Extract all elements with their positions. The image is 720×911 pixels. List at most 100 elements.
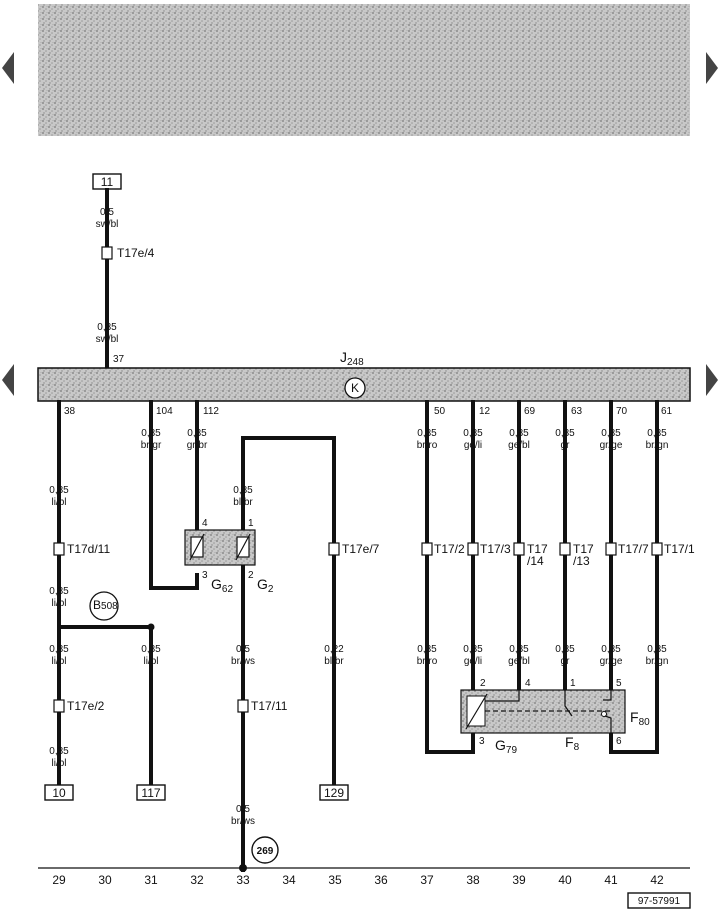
ref-box-10: [44, 784, 74, 801]
svg-text:3: 3: [202, 570, 208, 581]
svg-text:0,5: 0,5: [100, 207, 114, 218]
svg-text:38: 38: [466, 873, 480, 887]
svg-text:41: 41: [604, 873, 618, 887]
svg-text:0,35: 0,35: [509, 644, 529, 655]
svg-text:0,35: 0,35: [463, 428, 483, 439]
svg-text:0,35: 0,35: [49, 644, 69, 655]
svg-text:0,35: 0,35: [141, 644, 161, 655]
svg-text:6: 6: [616, 736, 622, 747]
document-code-box: [627, 892, 691, 909]
svg-text:ge/bl: ge/bl: [508, 440, 530, 451]
svg-text:T17d/11: T17d/11: [67, 542, 110, 556]
svg-text:40: 40: [558, 873, 572, 887]
svg-text:1: 1: [248, 518, 254, 529]
svg-text:112: 112: [203, 406, 219, 417]
svg-text:61: 61: [661, 406, 673, 417]
svg-text:0,35: 0,35: [97, 322, 117, 333]
svg-text:0,35: 0,35: [555, 428, 575, 439]
svg-text:1: 1: [570, 678, 576, 689]
svg-text:10: 10: [52, 786, 66, 800]
splice-b508-label: B508: [93, 598, 118, 612]
svg-text:T17e/4: T17e/4: [117, 246, 155, 260]
svg-text:ge/li: ge/li: [464, 440, 482, 451]
ground-symbol-k: [344, 377, 366, 399]
svg-text:50: 50: [434, 406, 446, 417]
wire-labels-upper: 0,35 li/bl 0,35 br/gr 0,35 gr/br 0,35 bl…: [49, 428, 668, 508]
svg-text:30: 30: [98, 873, 112, 887]
svg-text:12: 12: [479, 406, 491, 417]
svg-text:33: 33: [236, 873, 250, 887]
svg-text:117: 117: [141, 786, 160, 800]
svg-text:2: 2: [248, 570, 254, 581]
svg-text:37: 37: [420, 873, 434, 887]
component-label-g79: G79: [495, 737, 517, 756]
svg-text:37: 37: [113, 354, 125, 365]
svg-text:0,35: 0,35: [233, 485, 253, 496]
svg-text:sw/bl: sw/bl: [96, 334, 119, 345]
svg-text:T17: T17: [527, 542, 548, 556]
ground-ref-269: [251, 836, 279, 864]
component-label-g2: G2: [257, 576, 274, 595]
splice-b508: [89, 591, 119, 621]
svg-text:T17e/7: T17e/7: [342, 542, 380, 556]
svg-text:0,35: 0,35: [601, 644, 621, 655]
connector-t17e4: [101, 246, 113, 260]
svg-text:104: 104: [156, 406, 173, 417]
svg-text:0,35: 0,35: [509, 428, 529, 439]
svg-text:0,35: 0,35: [417, 428, 437, 439]
svg-text:0,35: 0,35: [141, 428, 161, 439]
svg-text:sw/bl: sw/bl: [96, 219, 119, 230]
svg-text:0,35: 0,35: [49, 746, 69, 757]
component-label-j248: J248: [340, 349, 364, 368]
svg-text:T17/1: T17/1: [664, 542, 695, 556]
svg-text:31: 31: [144, 873, 158, 887]
header-texture: [38, 4, 690, 136]
svg-text:4: 4: [202, 518, 208, 529]
svg-text:34: 34: [282, 873, 296, 887]
svg-text:4: 4: [525, 678, 531, 689]
right-edge-marker-mid: [706, 364, 718, 396]
svg-text:li/bl: li/bl: [143, 656, 158, 667]
svg-text:br/ws: br/ws: [231, 656, 255, 667]
svg-text:36: 36: [374, 873, 388, 887]
svg-text:gr: gr: [561, 440, 571, 451]
connectors-upper: T17d/11 T17e/7 T17/2 T17/3 T17 /14 T17 /…: [53, 542, 695, 568]
svg-text:/14: /14: [527, 554, 544, 568]
svg-text:129: 129: [324, 786, 344, 800]
svg-text:gr/ge: gr/ge: [600, 440, 623, 451]
connectors-lower: T17e/2 T17/11: [53, 699, 288, 713]
svg-text:38: 38: [64, 406, 76, 417]
left-edge-marker-top: [2, 52, 14, 84]
svg-text:69: 69: [524, 406, 536, 417]
right-edge-marker-top: [706, 52, 718, 84]
wire-labels-lower: 0,35 li/bl 0,35 li/bl 0,35 li/bl 0,35 li…: [49, 586, 668, 827]
pin-labels: 38 104 112 50 12 69 63 70 61: [64, 406, 673, 417]
svg-text:br/ws: br/ws: [231, 816, 255, 827]
svg-text:li/bl: li/bl: [51, 598, 66, 609]
svg-text:39: 39: [512, 873, 526, 887]
svg-text:3: 3: [479, 736, 485, 747]
ref-box-11-label: 11: [101, 175, 114, 189]
component-label-f80: F80: [630, 709, 650, 728]
svg-text:K: K: [351, 381, 359, 395]
svg-text:0,35: 0,35: [417, 644, 437, 655]
svg-text:5: 5: [616, 678, 622, 689]
svg-text:0,35: 0,35: [601, 428, 621, 439]
ref-box-129: [319, 784, 349, 801]
svg-text:bl/br: bl/br: [324, 656, 344, 667]
svg-text:br/ro: br/ro: [417, 656, 438, 667]
left-edge-marker-mid: [2, 364, 14, 396]
svg-text:T17/2: T17/2: [434, 542, 465, 556]
svg-text:0,35: 0,35: [555, 644, 575, 655]
svg-text:br/gn: br/gn: [646, 656, 669, 667]
svg-text:0,35: 0,35: [49, 485, 69, 496]
svg-text:br/ro: br/ro: [417, 440, 438, 451]
svg-text:32: 32: [190, 873, 204, 887]
svg-text:269: 269: [257, 846, 274, 857]
component-label-g62: G62: [211, 576, 233, 595]
svg-text:35: 35: [328, 873, 342, 887]
svg-text:br/gn: br/gn: [646, 440, 669, 451]
svg-text:gr/br: gr/br: [187, 440, 208, 451]
ref-box-117: [136, 784, 166, 801]
